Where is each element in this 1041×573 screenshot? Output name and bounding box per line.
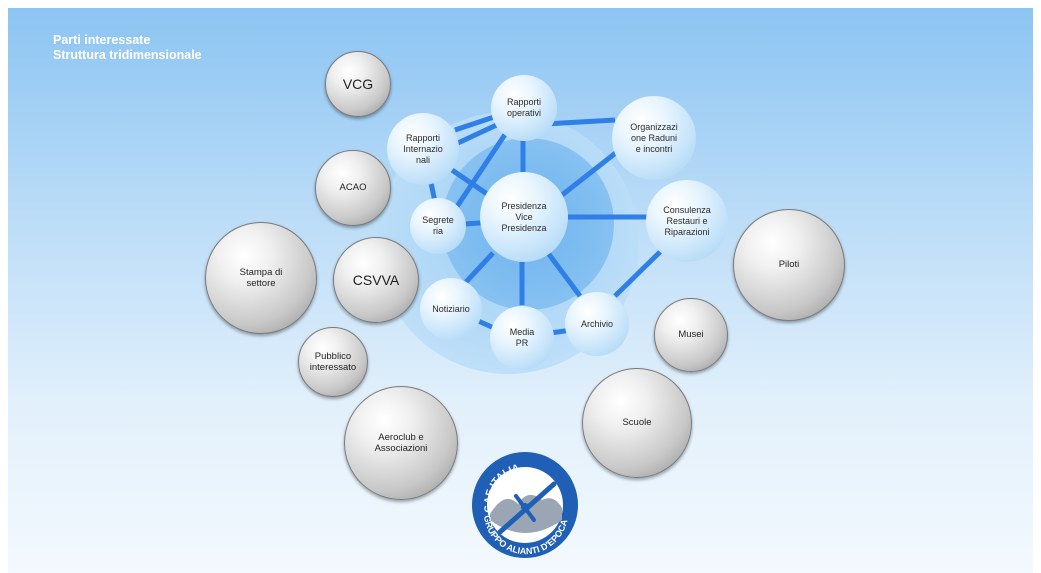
node-archivio: Archivio: [565, 292, 629, 356]
link-organizzazione-presidenza: [560, 146, 624, 197]
link-operativi-organizzazione: [544, 117, 616, 127]
link-presidenza-notiziario: [464, 251, 495, 284]
node-csvva: CSVVA: [333, 237, 419, 323]
node-notiziario: Notiziario: [420, 278, 482, 340]
node-piloti: Piloti: [733, 209, 845, 321]
link-operativi-segreteria: [449, 128, 511, 216]
node-musei: Musei: [654, 298, 728, 372]
link-intl-presidenza: [450, 167, 492, 199]
node-scuole: Scuole: [582, 368, 692, 478]
slide-heading: Parti interessate Struttura tridimension…: [53, 33, 202, 63]
node-vcg: VCG: [325, 51, 391, 117]
node-acao: ACAO: [315, 150, 391, 226]
link-consulenza-archivio: [613, 248, 664, 298]
heading-line-1: Parti interessate: [53, 33, 151, 47]
heading-line-2: Struttura tridimensionale: [53, 48, 202, 62]
link-presidenza-archivio: [545, 251, 583, 298]
gae-italia-logo: GAE ITALIA GRUPPO ALIANTI D'EPOCA: [472, 452, 578, 558]
